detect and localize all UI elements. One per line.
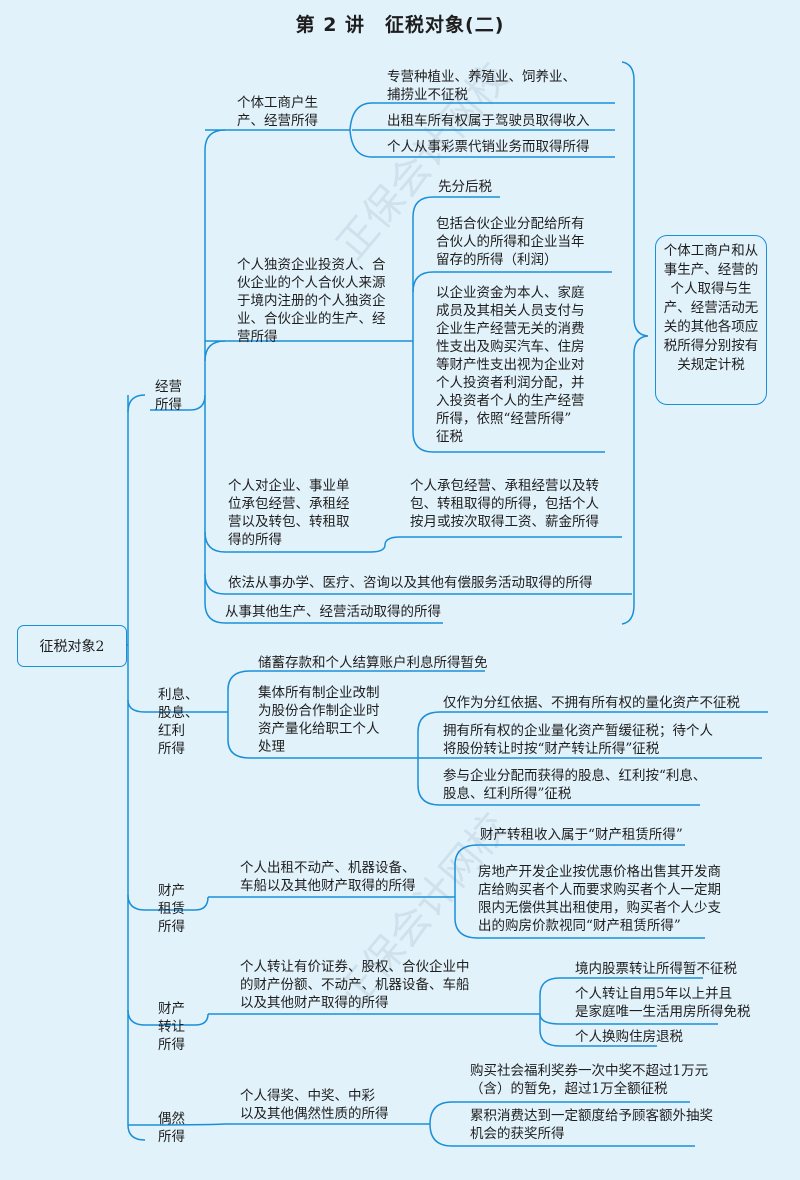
node-o1-child[interactable]: 累积消费达到一定额度给予顾客额外抽奖 机会的获奖所得 [470,1108,713,1142]
node-t1-child[interactable]: 境内股票转让所得暂不征税 [575,961,737,977]
node-occasional-income[interactable]: 个人得奖、中奖、中彩 以及其他偶然性质的所得 [240,1088,389,1122]
node-transfer-income[interactable]: 个人转让有价证券、股权、合伙企业中 的财产份额、不动产、机器设备、车船 以及其他… [240,959,470,1011]
node-i2-child[interactable]: 拥有所有权的企业量化资产暂缓征税；待个人 将股份转让时按“财产转让所得”征税 [443,723,713,757]
node-i2-child[interactable]: 仅作为分红依据、不拥有所有权的量化资产不征税 [443,695,740,711]
page-title: 第 2 讲 征税对象(二) [295,14,505,36]
root-node[interactable]: 征税对象2 [17,625,127,667]
node-other-business[interactable]: 从事其他生产、经营活动取得的所得 [225,604,441,620]
node-b1-child[interactable]: 个人从事彩票代销业务而取得所得 [387,139,590,155]
node-b3-child[interactable]: 个人承包经营、承租经营以及转 包、转租取得的所得，包括个人 按月或按次取得工资、… [410,478,599,530]
category-business-income[interactable]: 经营 所得 [155,379,182,413]
category-occasional[interactable]: 偶然 所得 [158,1111,185,1145]
node-l1-child[interactable]: 财产转租收入属于“财产租赁所得” [480,827,683,843]
node-i2-child[interactable]: 参与企业分配而获得的股息、红利按“利息、 股息、红利所得”征税 [443,768,707,802]
note-box: 个体工商户和从事生产、经营的个人取得与生产、经营活动无关的其他各项应税所得分别按… [655,235,767,405]
node-b2-child[interactable]: 先分后税 [438,179,492,195]
node-paid-services[interactable]: 依法从事办学、医疗、咨询以及其他有偿服务活动取得的所得 [228,575,593,591]
node-savings-interest[interactable]: 储蓄存款和个人结算账户利息所得暂免 [258,655,488,671]
node-sole-partnership[interactable]: 个人独资企业投资人、合 伙企业的个人合伙人来源 于境内注册的个人独资企 业、合伙… [237,257,386,345]
node-l1-child[interactable]: 房地产开发企业按优惠价格出售其开发商 店给购买者个人而要求购买者个人一定期 限内… [478,864,721,934]
category-property-lease[interactable]: 财产 租赁 所得 [158,883,185,935]
node-o1-child[interactable]: 购买社会福利奖券一次中奖不超过1万元 （含）的暂免，超过1万全额征税 [470,1063,709,1097]
category-property-transfer[interactable]: 财产 转让 所得 [158,1001,185,1053]
node-b2-child[interactable]: 以企业资金为本人、家庭 成员及其相关人员支付与 企业生产经营无关的消费 性支出及… [436,285,585,445]
node-t1-child[interactable]: 个人换购住房退税 [575,1029,683,1045]
category-interest-dividend[interactable]: 利息、 股息、 红利 所得 [158,687,199,757]
node-b1-child[interactable]: 专营种植业、养殖业、饲养业、 捕捞业不征税 [387,69,576,103]
node-t1-child[interactable]: 个人转让自用5年以上并且 是家庭唯一生活用房所得免税 [575,986,751,1020]
node-contract-lease[interactable]: 个人对企业、事业单 位承包经营、承租经 营以及转包、转租取 得的所得 [228,478,350,548]
node-collective-reform[interactable]: 集体所有制企业改制 为股份合作制企业时 资产量化给职工个人 处理 [258,685,380,755]
node-b2-child[interactable]: 包括合伙企业分配给所有 合伙人的所得和企业当年 留存的所得（利润） [436,216,585,268]
node-lease-income[interactable]: 个人出租不动产、机器设备、 车船以及其他财产取得的所得 [240,860,416,894]
node-b1-child[interactable]: 出租车所有权属于驾驶员取得收入 [387,113,590,129]
node-individual-business[interactable]: 个体工商户生 产、经营所得 [237,95,318,129]
